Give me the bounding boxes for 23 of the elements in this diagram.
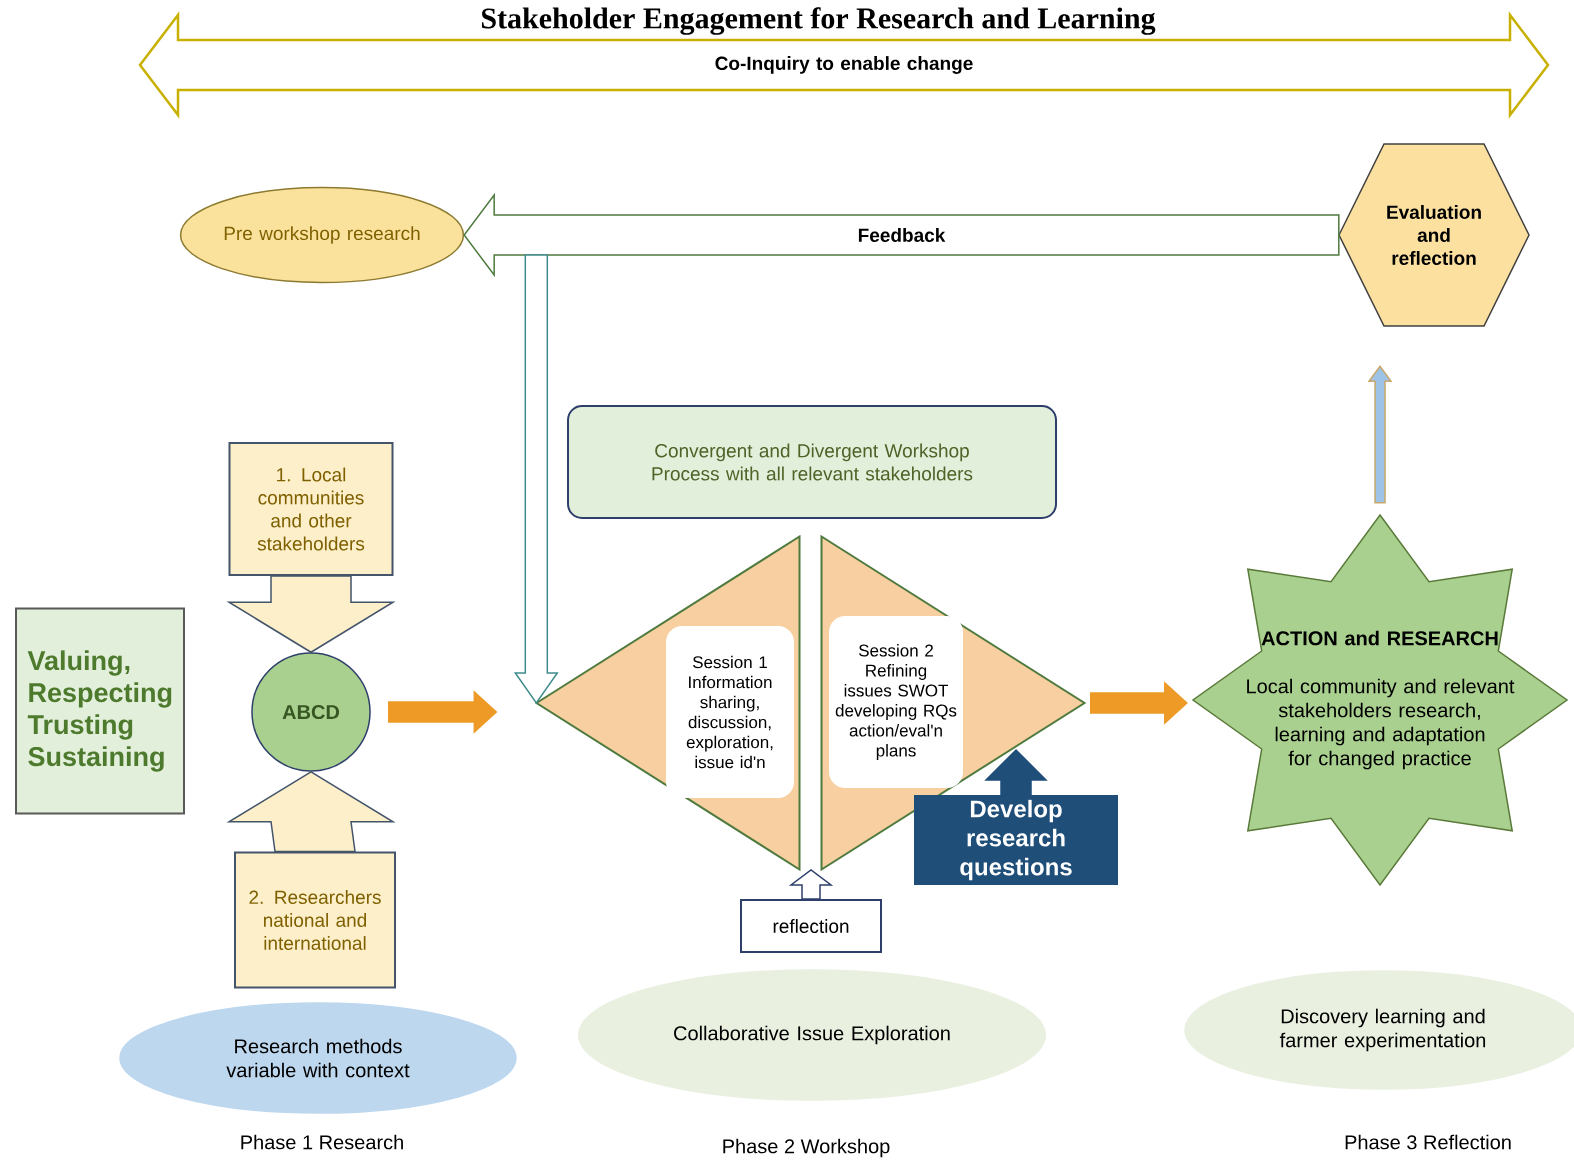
phase-label: Phase 3 Reflection — [1345, 1134, 1511, 1150]
block-arrow — [226, 770, 396, 853]
stakeholder-box: 1. Local communities and other stakeholders — [228, 442, 394, 576]
hexagon: Evaluation and reflection — [1338, 143, 1530, 327]
phase-label: Phase 1 Research — [241, 1134, 403, 1150]
block-arrow — [388, 690, 498, 734]
session-box: Session 2 Refining issues SWOT developing RQs action/eval'n plans — [829, 616, 963, 788]
node-label: Session 1 Information sharing, discussion, exploration, issue id'n — [686, 655, 773, 769]
block-arrow — [463, 192, 1340, 278]
block-arrow — [513, 254, 559, 705]
reflection-box: reflection — [740, 899, 882, 953]
phase-label: Phase 2 Workshop — [723, 1138, 890, 1158]
block-arrow — [788, 869, 834, 900]
edge-label: Feedback — [855, 226, 948, 244]
block-arrow — [1367, 364, 1393, 504]
values-box: Valuing, Respecting Trusting Sustaining — [15, 607, 185, 815]
block-arrow — [226, 575, 396, 654]
block-arrow — [1089, 681, 1188, 725]
researcher-box: 2. Researchers national and international — [234, 851, 396, 989]
block-arrow — [984, 748, 1048, 796]
process-box: Convergent and Divergent Workshop Process with all relevant stakeholders — [567, 405, 1057, 519]
session-box: Session 1 Information sharing, discussion, exploration, issue id'n — [666, 626, 794, 798]
question-box: Develop research questions — [914, 795, 1118, 885]
